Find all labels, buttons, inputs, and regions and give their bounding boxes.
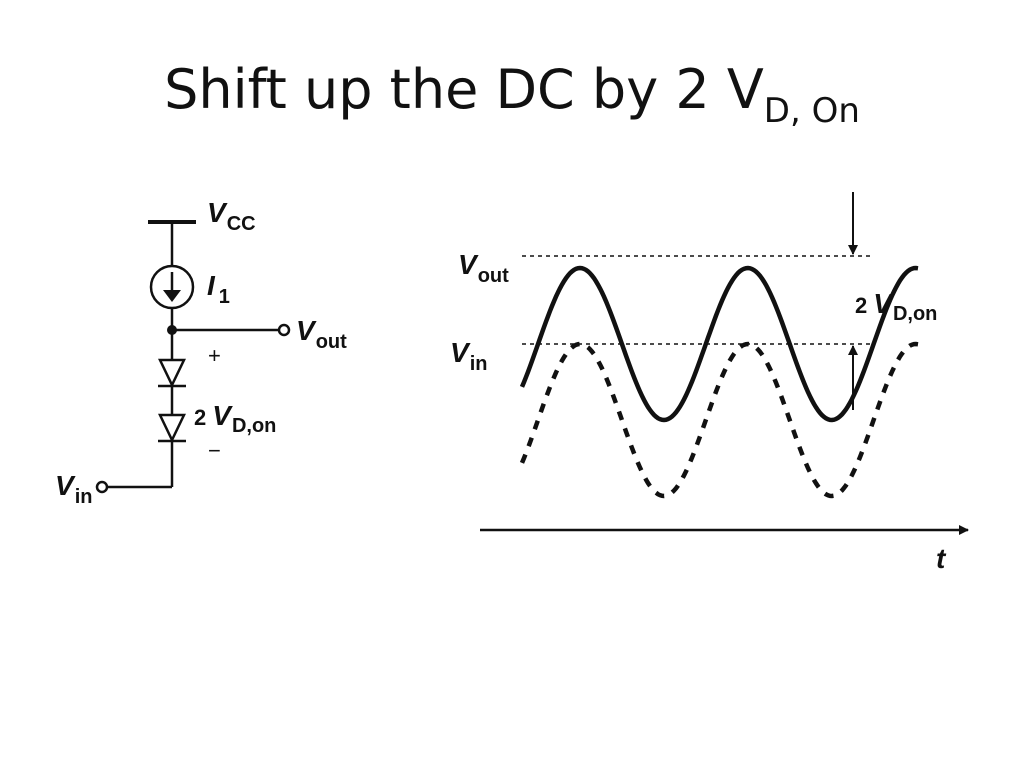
diode-1-symbol	[158, 358, 186, 388]
current-source-symbol	[149, 264, 195, 310]
plot-vin-label: Vin	[450, 337, 487, 375]
title-subscript: D, On	[763, 91, 860, 131]
slide-title: Shift up the DC by 2 VD, On	[0, 58, 1024, 131]
diode-2-symbol	[158, 413, 186, 443]
circuit-vout-label: Vout	[296, 315, 347, 353]
plus-sign: +	[208, 343, 221, 368]
plot-vout-label: Vout	[458, 249, 509, 287]
minus-sign: −	[208, 438, 221, 463]
time-axis-label: t	[936, 543, 947, 574]
input-terminal	[95, 480, 109, 494]
circuit-vin-label: Vin	[55, 470, 92, 508]
vin-waveform	[519, 341, 919, 499]
vcc-label: VCC	[207, 197, 256, 235]
output-terminal	[277, 323, 291, 337]
waveform-plot	[480, 192, 969, 535]
level-shifter-circuit	[95, 220, 291, 494]
title-main: Shift up the DC by 2 V	[164, 58, 764, 121]
